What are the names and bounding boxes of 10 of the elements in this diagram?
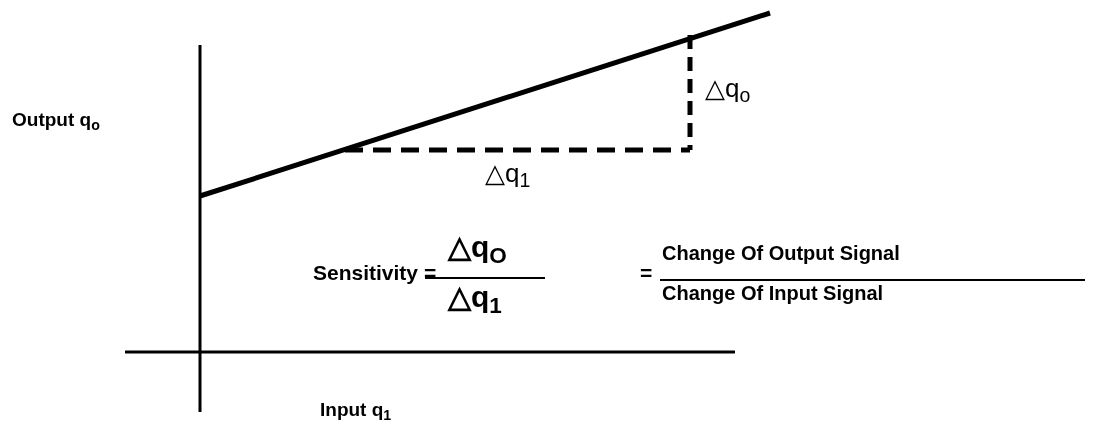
delta-label: △q$_{1}$ <box>485 160 531 186</box>
axis-label: Output q$_{o}$ <box>12 110 100 129</box>
formula-denominator: △q$_{1}$ <box>448 282 502 312</box>
delta-label: △q$_{o}$ <box>705 75 751 101</box>
formula-numerator: △q$_{O}$ <box>448 232 507 262</box>
formula-text: Sensitivity = <box>313 262 437 283</box>
formula-denominator: Change Of Input Signal <box>662 283 884 303</box>
formula-numerator: Change Of Output Signal <box>662 243 900 263</box>
formula-text: = <box>640 262 653 283</box>
axis-label: Input q$_{1}$ <box>320 400 392 419</box>
